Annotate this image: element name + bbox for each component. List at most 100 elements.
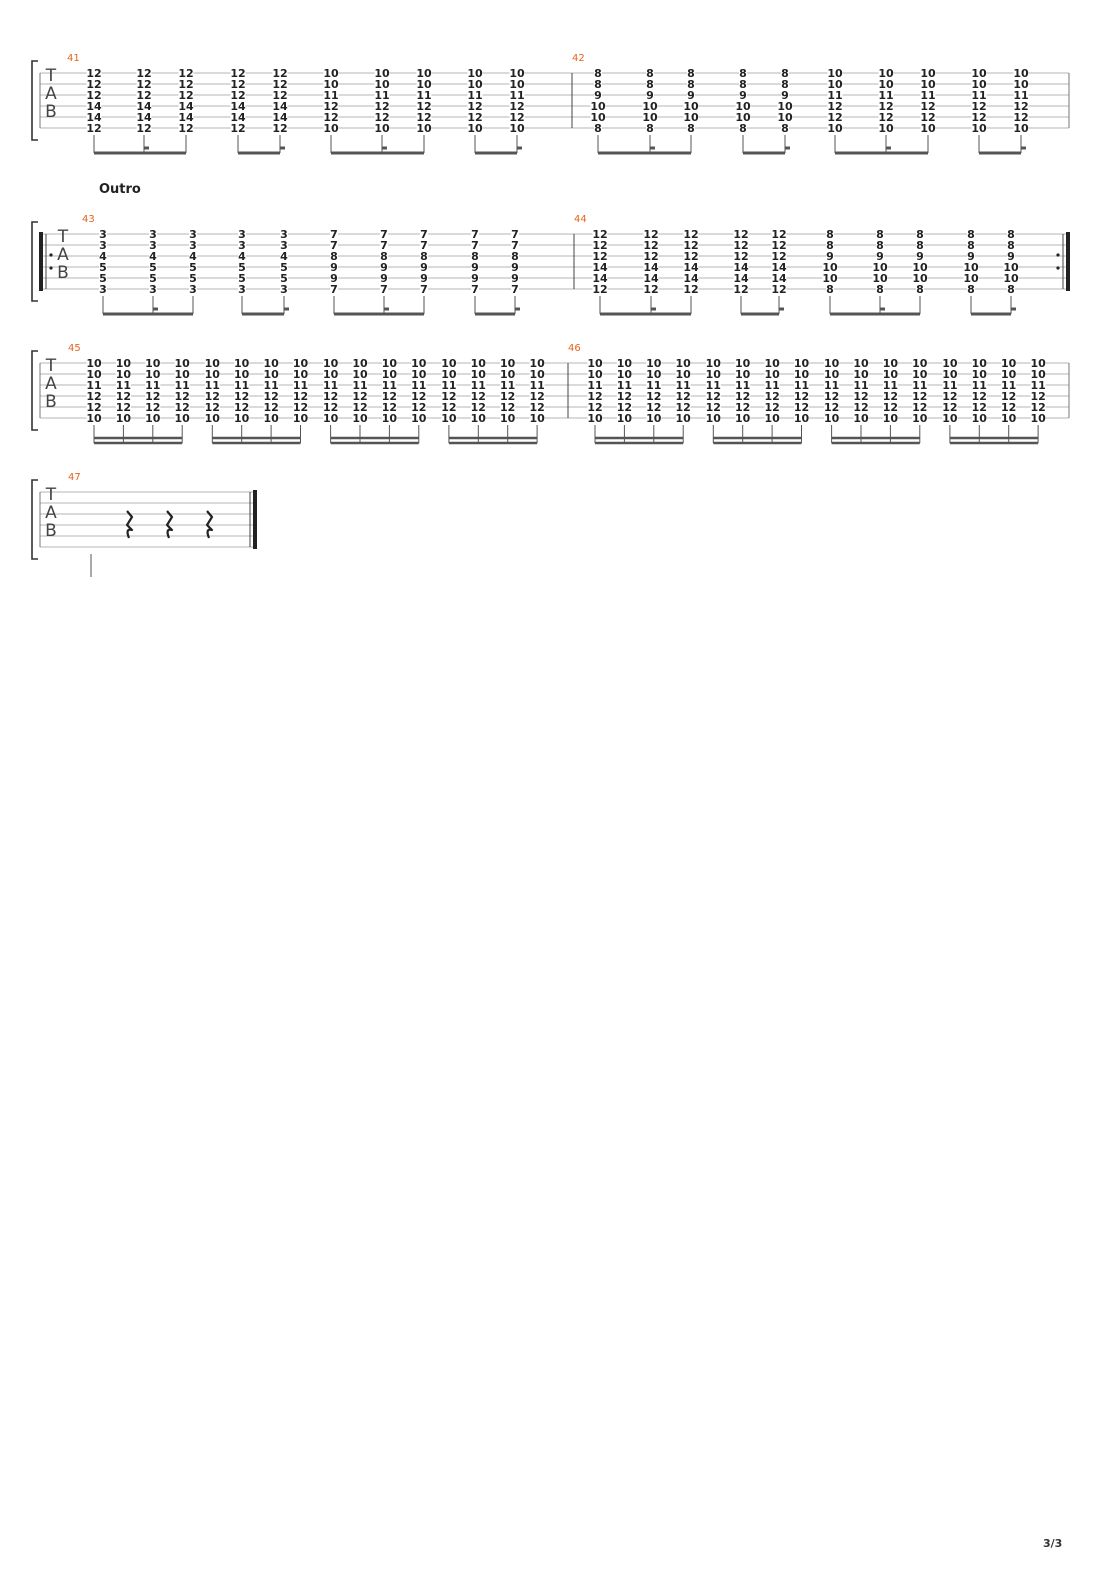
fret-number: 10 <box>972 357 988 370</box>
fret-backdrop <box>374 123 390 133</box>
fret-backdrop <box>827 68 843 78</box>
fret-number: 10 <box>293 368 309 381</box>
fret-number: 14 <box>86 100 102 113</box>
fret-number: 14 <box>136 100 152 113</box>
fret-backdrop <box>872 262 888 272</box>
fret-number: 12 <box>971 100 986 113</box>
fret-number: 11 <box>824 379 839 392</box>
fret-backdrop <box>616 380 632 390</box>
fret-number: 11 <box>971 89 986 102</box>
fret-backdrop <box>511 284 519 294</box>
fret-number: 11 <box>293 379 308 392</box>
fret-number: 12 <box>733 228 748 241</box>
fret-backdrop <box>145 413 161 423</box>
fret-backdrop <box>675 380 691 390</box>
fret-backdrop <box>86 101 102 111</box>
fret-number: 12 <box>136 89 151 102</box>
fret-number: 5 <box>189 272 197 285</box>
fret-number: 8 <box>876 228 884 241</box>
fret-number: 12 <box>471 401 486 414</box>
fret-backdrop <box>323 402 339 412</box>
fret-number: 11 <box>234 379 249 392</box>
fret-backdrop <box>739 68 747 78</box>
fret-number: 10 <box>646 368 662 381</box>
fret-number: 10 <box>878 78 894 91</box>
fret-backdrop <box>420 251 428 261</box>
fret-number: 12 <box>1013 100 1028 113</box>
fret-number: 10 <box>86 368 102 381</box>
fret-backdrop <box>827 123 843 133</box>
fret-backdrop <box>263 391 279 401</box>
fret-backdrop <box>500 358 516 368</box>
fret-backdrop <box>733 251 749 261</box>
fret-number: 8 <box>471 250 479 263</box>
fret-backdrop <box>441 402 457 412</box>
fret-number: 8 <box>916 239 924 252</box>
fret-number: 10 <box>912 272 928 285</box>
fret-backdrop <box>876 284 884 294</box>
fret-backdrop <box>500 413 516 423</box>
fret-number: 3 <box>280 239 288 252</box>
fret-backdrop <box>263 402 279 412</box>
fret-number: 3 <box>99 239 107 252</box>
fret-backdrop <box>352 358 368 368</box>
fret-backdrop <box>470 413 486 423</box>
fret-number: 12 <box>86 122 101 135</box>
fret-backdrop <box>771 251 787 261</box>
fret-number: 12 <box>293 390 308 403</box>
fret-backdrop <box>971 391 987 401</box>
fret-backdrop <box>115 413 131 423</box>
fret-number: 12 <box>145 390 160 403</box>
fret-backdrop <box>374 90 390 100</box>
fret-number: 10 <box>323 412 339 425</box>
tab-clef-letter: T <box>45 485 57 505</box>
fret-backdrop <box>352 402 368 412</box>
fret-number: 9 <box>471 272 479 285</box>
fret-number: 3 <box>99 283 107 296</box>
fret-number: 14 <box>771 261 787 274</box>
fret-backdrop <box>381 413 397 423</box>
fret-number: 10 <box>1001 368 1017 381</box>
fret-number: 10 <box>116 368 132 381</box>
fret-backdrop <box>592 273 608 283</box>
fret-number: 10 <box>706 412 722 425</box>
fret-number: 10 <box>942 412 958 425</box>
fret-number: 11 <box>587 379 602 392</box>
tab-clef-letter: A <box>57 245 69 265</box>
fret-number: 3 <box>189 239 197 252</box>
fret-number: 7 <box>380 228 388 241</box>
fret-number: 10 <box>352 368 368 381</box>
fret-number: 12 <box>175 390 190 403</box>
fret-backdrop <box>853 380 869 390</box>
fret-number: 5 <box>149 261 157 274</box>
fret-number: 10 <box>500 412 516 425</box>
fret-number: 10 <box>416 122 432 135</box>
fret-backdrop <box>733 229 749 239</box>
fret-backdrop <box>374 68 390 78</box>
fret-backdrop <box>330 229 338 239</box>
fret-backdrop <box>794 402 809 412</box>
fret-number: 11 <box>617 379 632 392</box>
fret-number: 8 <box>646 78 654 91</box>
fret-backdrop <box>86 413 102 423</box>
fret-number: 10 <box>942 357 958 370</box>
fret-number: 14 <box>178 111 194 124</box>
fret-number: 12 <box>382 401 397 414</box>
fret-number: 10 <box>441 412 457 425</box>
fret-number: 12 <box>234 401 249 414</box>
fret-backdrop <box>420 229 428 239</box>
fret-backdrop <box>416 68 432 78</box>
fret-backdrop <box>467 79 483 89</box>
fret-number: 10 <box>323 78 339 91</box>
fret-backdrop <box>587 380 603 390</box>
fret-backdrop <box>916 229 924 239</box>
fret-backdrop <box>824 380 840 390</box>
fret-backdrop <box>511 262 519 272</box>
fret-backdrop <box>916 251 924 261</box>
fret-number: 5 <box>238 272 246 285</box>
